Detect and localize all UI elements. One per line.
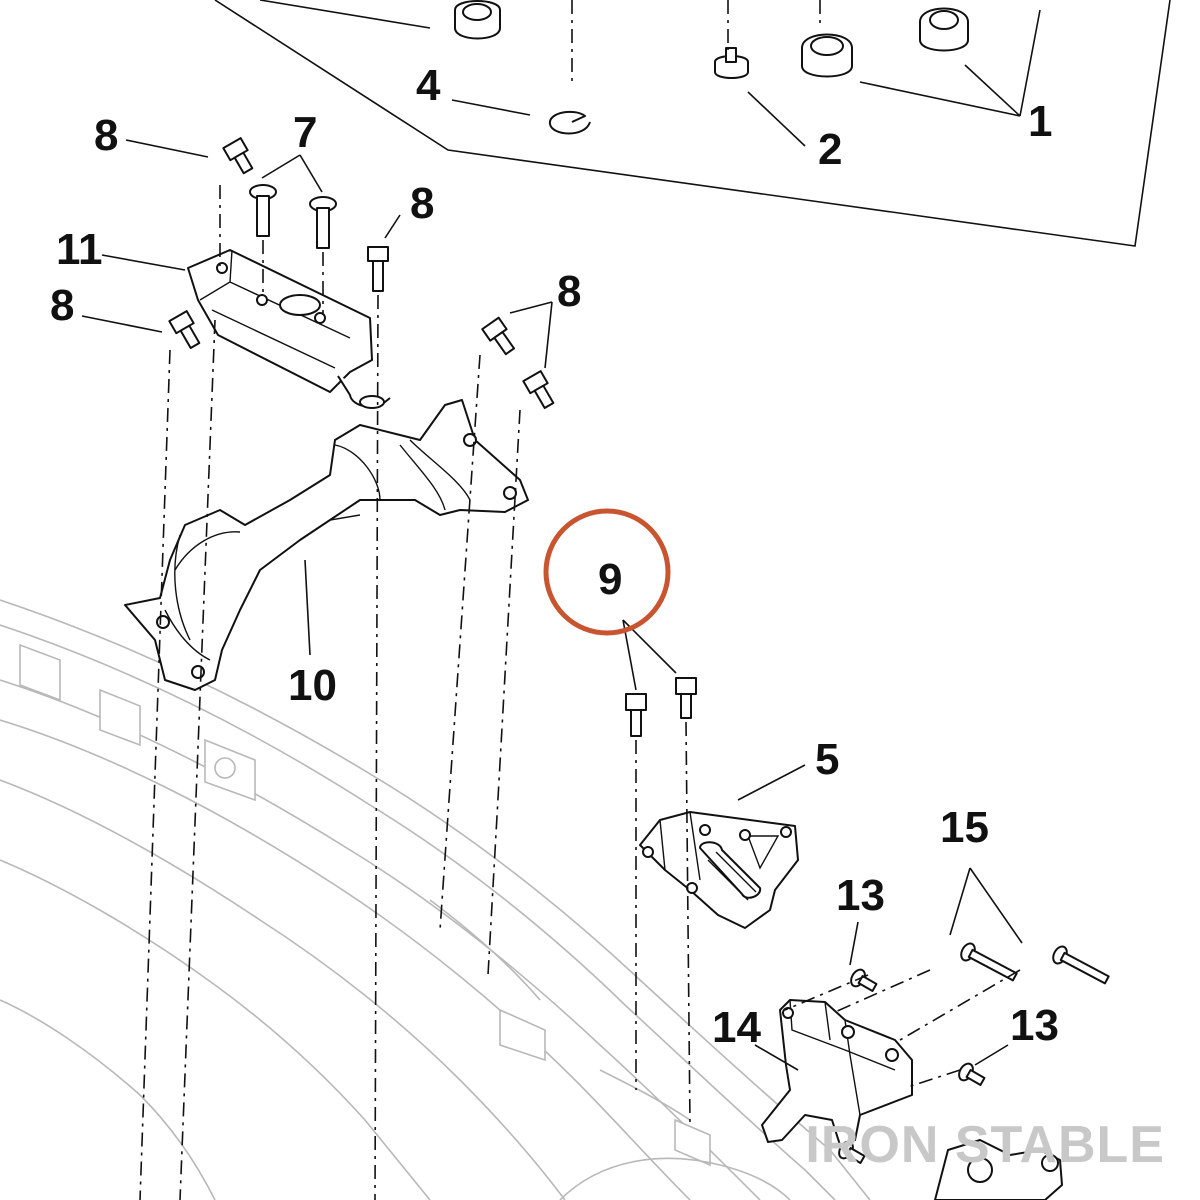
leader-2 (747, 91, 806, 147)
bolt-9-b (675, 677, 697, 719)
assembly-line-d (374, 294, 379, 1200)
watermark: IRON STABLE (805, 1116, 1165, 1174)
leader-8d (509, 301, 553, 369)
part-bracket-14 (761, 999, 913, 1146)
pin-13-a (850, 968, 878, 992)
callout-8-b: 8 (410, 179, 434, 228)
assembly-line-f (179, 319, 216, 1200)
pin-7-b (309, 196, 337, 249)
leader-11 (101, 254, 186, 271)
part-bracket-5 (639, 811, 799, 929)
callout-10: 10 (288, 661, 337, 710)
assembly-line-l (834, 969, 931, 1013)
callout-4: 4 (416, 61, 441, 110)
callout-1: 1 (1028, 97, 1052, 146)
callout-9: 9 (598, 555, 622, 604)
leader-13a (849, 921, 859, 966)
callout-14: 14 (712, 1003, 761, 1052)
assembly-line-n (904, 1069, 961, 1089)
highlight-ring-9 (543, 508, 671, 636)
part-e-clip (549, 110, 591, 135)
part-stud-small (714, 47, 749, 79)
callout-13-b: 13 (1010, 1001, 1059, 1050)
leader-7 (261, 154, 323, 193)
callout-2: 2 (818, 125, 842, 174)
callout-5: 5 (815, 735, 839, 784)
part-grommet-mid (801, 33, 853, 78)
bolt-8-c (168, 310, 201, 350)
part-component-lower-right (934, 1139, 1063, 1200)
part-crossmember-10 (124, 399, 529, 691)
leader-15 (949, 867, 1023, 944)
callout-15: 15 (940, 803, 989, 852)
bolt-9-a (625, 693, 647, 737)
assembly-line-m (899, 969, 1021, 1041)
callout-8-c: 8 (50, 281, 74, 330)
leader-10 (304, 559, 311, 656)
leader-8c (81, 315, 163, 333)
pin-13-b (958, 1062, 986, 1086)
callout-7: 7 (293, 108, 317, 157)
pin-15-b (1052, 945, 1110, 985)
bolt-8-d (481, 316, 516, 356)
leader-4 (451, 99, 531, 116)
inset-panel-border (214, 0, 1171, 247)
callout-11: 11 (56, 225, 103, 274)
assembly-line-g (439, 354, 481, 931)
leader-top (259, 0, 431, 29)
callout-8-a: 8 (94, 111, 118, 160)
part-bracket-11 (187, 249, 391, 409)
bolt-8-e (522, 370, 555, 410)
part-grommet-right (919, 7, 969, 52)
assembly-line-h (487, 409, 521, 976)
leader-5 (737, 764, 806, 801)
leader-14 (754, 1044, 799, 1071)
pin-15-a (960, 942, 1018, 982)
callout-8-d: 8 (557, 267, 581, 316)
pin-7-a (249, 184, 277, 237)
bolt-8-b (367, 246, 389, 292)
part-grommet-left (454, 0, 501, 40)
pin-13-c (838, 1140, 866, 1164)
bolt-8-a (222, 137, 254, 175)
leader-1 (859, 9, 1041, 117)
leader-8b (384, 214, 401, 239)
assembly-line-e (139, 349, 171, 1200)
leader-13b (974, 1044, 1009, 1066)
assembly-line-j (685, 721, 691, 1126)
leader-8a (125, 139, 209, 158)
callout-13-a: 13 (836, 871, 885, 920)
frame-chassis (0, 599, 871, 1200)
